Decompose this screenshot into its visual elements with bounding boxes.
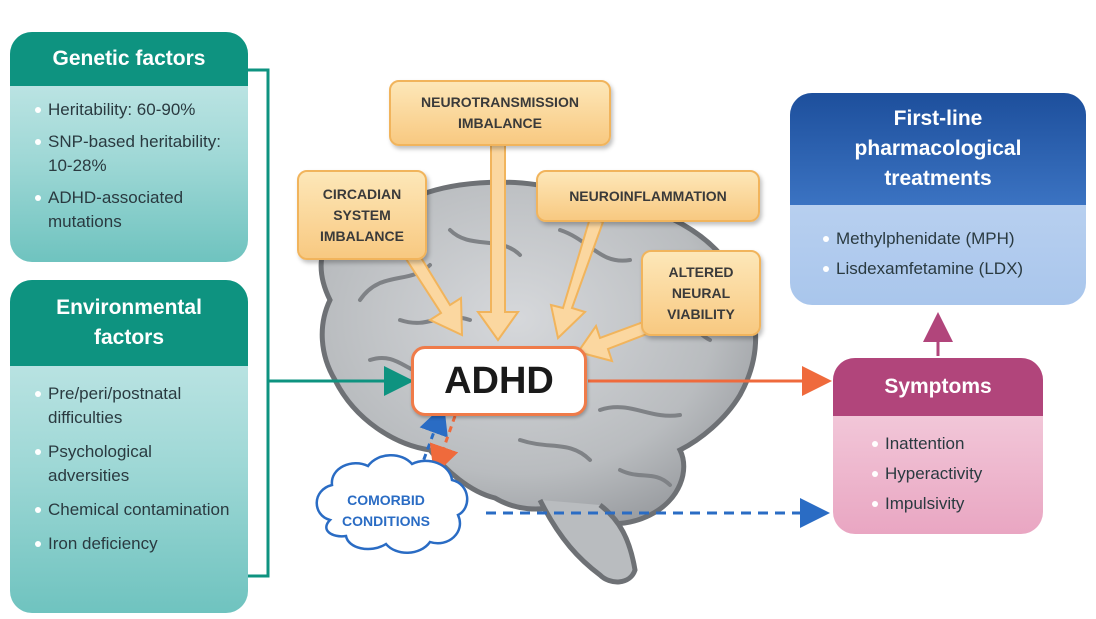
treatment-item: Lisdexamfetamine (LDX) — [820, 257, 1086, 281]
adhd-to-comorbid-arrow — [429, 415, 459, 476]
genetic-factors-title: Genetic factors — [10, 32, 248, 86]
treatments-panel: First-line pharmacological treatments Me… — [790, 93, 1086, 305]
symptoms-panel: Symptoms Inattention Hyperactivity Impul… — [833, 358, 1043, 534]
environmental-factor-item: Psychological adversities — [32, 440, 234, 488]
symptom-item: Impulsivity — [869, 492, 1043, 516]
risk-factor-connector — [247, 68, 414, 578]
neurotransmission-imbalance-box: NEUROTRANSMISSION IMBALANCE — [389, 80, 611, 146]
neuroinflammation-box: NEUROINFLAMMATION — [536, 170, 760, 222]
environmental-factor-item: Iron deficiency — [32, 532, 234, 556]
circadian-imbalance-box: CIRCADIAN SYSTEM IMBALANCE — [297, 170, 427, 260]
treatments-title: First-line pharmacological treatments — [790, 93, 1086, 205]
genetic-factor-item: ADHD-associated mutations — [32, 186, 234, 234]
treatments-list: Methylphenidate (MPH) Lisdexamfetamine (… — [790, 205, 1086, 281]
altered-neural-viability-box: ALTERED NEURAL VIABILITY — [641, 250, 761, 336]
comorbid-cloud-shape — [315, 454, 469, 554]
treatment-item: Methylphenidate (MPH) — [820, 227, 1086, 251]
genetic-factors-list: Heritability: 60-90% SNP-based heritabil… — [10, 86, 248, 234]
environmental-factors-list: Pre/peri/postnatal difficulties Psycholo… — [10, 366, 248, 556]
genetic-factor-item: SNP-based heritability: 10-28% — [32, 130, 234, 178]
environmental-factors-panel: Environmental factors Pre/peri/postnatal… — [10, 280, 248, 613]
symptoms-title: Symptoms — [833, 358, 1043, 416]
genetic-factor-item: Heritability: 60-90% — [32, 98, 234, 122]
genetic-factors-panel: Genetic factors Heritability: 60-90% SNP… — [10, 32, 248, 262]
symptom-item: Hyperactivity — [869, 462, 1043, 486]
environmental-factors-title: Environmental factors — [10, 280, 248, 366]
environmental-factor-item: Pre/peri/postnatal difficulties — [32, 382, 234, 430]
environmental-factor-item: Chemical contamination — [32, 498, 234, 522]
comorbid-conditions-label: COMORBID CONDITIONS — [342, 492, 430, 529]
symptom-item: Inattention — [869, 432, 1043, 456]
adhd-center-box: ADHD — [411, 346, 587, 416]
symptoms-list: Inattention Hyperactivity Impulsivity — [833, 416, 1043, 516]
